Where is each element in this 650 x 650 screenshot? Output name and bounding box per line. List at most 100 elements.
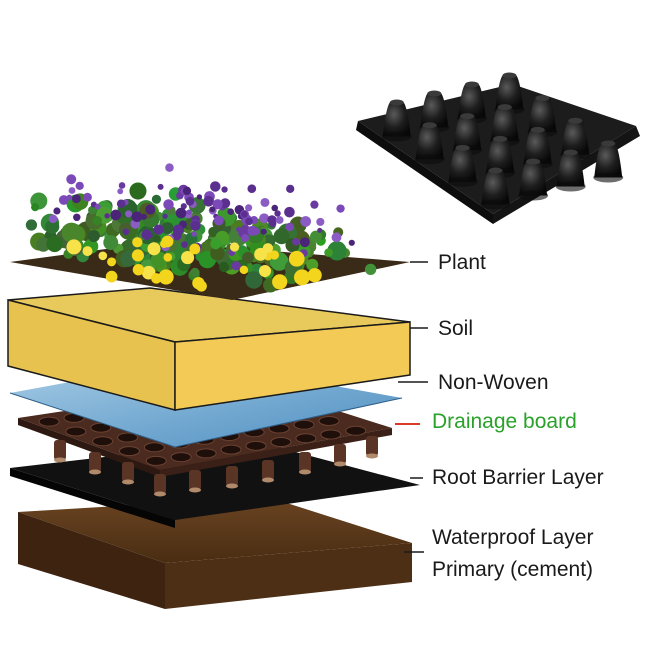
purple-flower (145, 204, 156, 215)
purple-flower (53, 207, 61, 215)
purple-flower (247, 184, 257, 194)
yellow-flower (239, 265, 249, 275)
purple-flower (117, 188, 124, 195)
drainage-cup-base (518, 190, 549, 201)
purple-flower (116, 199, 126, 209)
purple-flower (260, 197, 270, 207)
purple-flower (241, 211, 248, 218)
yellow-flower (105, 270, 118, 283)
drainage-dimple (170, 452, 192, 463)
purple-flower (221, 186, 228, 193)
root-barrier-layer (10, 440, 420, 528)
drainage-foot (226, 466, 238, 486)
purple-flower (125, 210, 133, 218)
leaf (161, 222, 174, 235)
leaf (152, 234, 161, 243)
yellow-flower (131, 249, 145, 262)
drainage-cup-base (381, 131, 412, 142)
drainage-foot-tip (299, 469, 311, 475)
purple-flower (175, 207, 187, 219)
drainage-cup (495, 75, 524, 110)
purple-flower (236, 226, 242, 232)
soil-layer (7, 287, 411, 411)
drainage-cup-base (480, 199, 511, 210)
drainage-foot-tip (334, 461, 346, 467)
leaf (61, 222, 82, 243)
drainage-cup-top (464, 81, 479, 88)
purple-flower (271, 204, 279, 212)
drainage-cup (457, 84, 486, 119)
drainage-cups (381, 72, 624, 210)
yellow-flower (107, 257, 117, 267)
label-plant: Plant (438, 251, 486, 274)
purple-flower (220, 198, 231, 209)
purple-flower (122, 228, 130, 236)
leaf (306, 258, 319, 271)
leaf (129, 182, 147, 200)
drainage-cup (490, 107, 519, 142)
purple-flower (316, 217, 325, 226)
purple-flower (157, 183, 164, 190)
purple-flower (285, 222, 295, 232)
yellow-flower (272, 274, 288, 290)
leaf (46, 235, 63, 253)
purple-flower (267, 215, 277, 225)
yellow-flower (293, 269, 310, 286)
drainage-foot-tip (226, 483, 238, 489)
drainage-dimple (65, 426, 87, 437)
yellow-flower (82, 246, 93, 257)
purple-flower (213, 215, 224, 226)
drainage-cup-top (530, 126, 545, 133)
drainage-foot (89, 452, 101, 472)
drainage-feet (54, 436, 378, 497)
drainage-cup-top (601, 140, 616, 147)
drainage-foot (122, 462, 134, 482)
drainage-dimple (220, 444, 242, 455)
purple-flower (251, 227, 260, 236)
purple-flower (212, 199, 223, 210)
yellow-flower (269, 250, 280, 260)
drainage-cup-top (422, 122, 437, 129)
drainage-cup-top (526, 158, 541, 165)
yellow-flower (192, 276, 205, 290)
drainage-dimple (345, 425, 367, 436)
purple-flower (58, 195, 69, 205)
purple-flower (245, 217, 253, 226)
purple-flower (180, 203, 187, 210)
leaf (150, 251, 168, 268)
leader-lines (395, 261, 428, 553)
purple-flower (73, 213, 81, 222)
purple-flower (336, 204, 345, 213)
label-root-barrier: Root Barrier Layer (432, 466, 604, 489)
drainage-cup-top (488, 167, 503, 174)
purple-flower (259, 213, 270, 224)
drainage-cup-top (455, 144, 470, 151)
yellow-flower (160, 239, 169, 248)
drainage-foot (54, 440, 66, 460)
leaf (245, 271, 263, 289)
yellow-flower (66, 239, 82, 255)
drainage-board-inset (356, 72, 640, 224)
plant-layer (10, 163, 410, 300)
drainage-cup-top (497, 104, 512, 111)
drainage-dimple (143, 442, 165, 453)
purple-flower (141, 229, 152, 240)
purple-flower (140, 213, 147, 220)
drainage-cup-top (493, 135, 508, 142)
drainage-foot-tip (189, 487, 201, 493)
drainage-cup-top (460, 113, 475, 120)
drainage-foot (366, 436, 378, 456)
drainage-cup (448, 147, 477, 182)
yellow-flower (181, 250, 195, 265)
leaf (151, 194, 162, 204)
drainage-cup-base (414, 154, 445, 165)
purple-flower (245, 204, 253, 212)
drainage-dimple (195, 448, 217, 459)
drainage-cup-base (447, 176, 478, 187)
purple-flower (210, 181, 221, 192)
purple-flower (71, 194, 81, 204)
drainage-cup (415, 125, 444, 160)
purple-flower (191, 231, 197, 237)
drainage-dimple (145, 455, 167, 466)
drainage-dimple (245, 440, 267, 451)
